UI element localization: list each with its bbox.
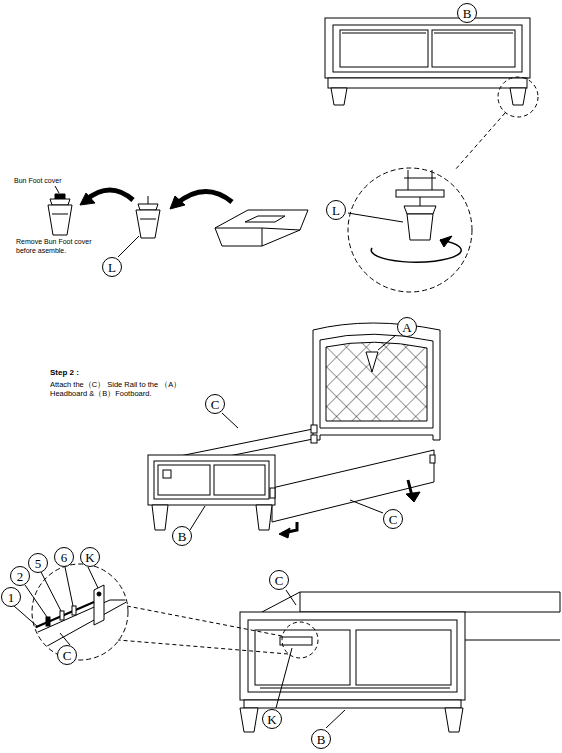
callout-letter: B (457, 3, 477, 23)
step-instruction: Attach the（C） Side Rail to the （A） Headb… (50, 380, 210, 399)
callout-text: 6 (61, 551, 68, 564)
callout-letter: C (205, 394, 225, 414)
callout-text: B (317, 733, 326, 746)
callout-text: 5 (35, 557, 42, 570)
callout-text: B (178, 530, 187, 543)
callout-text: C (211, 398, 220, 411)
callout-letter: B (172, 526, 192, 546)
callout-text: C (63, 649, 72, 662)
callout-text: A (402, 321, 411, 334)
step-heading: Step 2 : (50, 368, 170, 378)
callout-text: C (389, 513, 398, 526)
callout-letter: K (80, 547, 100, 567)
callout-number: 1 (1, 587, 21, 607)
callout-number: 2 (10, 566, 30, 586)
callout-text: K (85, 551, 94, 564)
callout-text: L (332, 204, 340, 217)
callout-number: 6 (54, 547, 74, 567)
instruction-note: Remove Bun Foot cover before asemble. (16, 238, 104, 256)
part-note: Bun Foot cover (14, 177, 94, 186)
callout-text: C (275, 574, 284, 587)
callout-number: 5 (28, 553, 48, 573)
callout-letter: C (269, 570, 289, 590)
callout-text: K (267, 713, 276, 726)
callout-letter: K (262, 709, 282, 729)
callout-letter: A (397, 317, 417, 337)
callout-text: B (463, 7, 472, 20)
callout-letter: L (102, 257, 122, 277)
callout-letter: C (57, 645, 77, 665)
callout-letter: B (311, 729, 331, 749)
callout-text: 1 (8, 591, 15, 604)
callout-letter: C (383, 509, 403, 529)
callout-letter: L (326, 200, 346, 220)
callout-text: 2 (17, 570, 24, 583)
callout-text: L (108, 261, 116, 274)
